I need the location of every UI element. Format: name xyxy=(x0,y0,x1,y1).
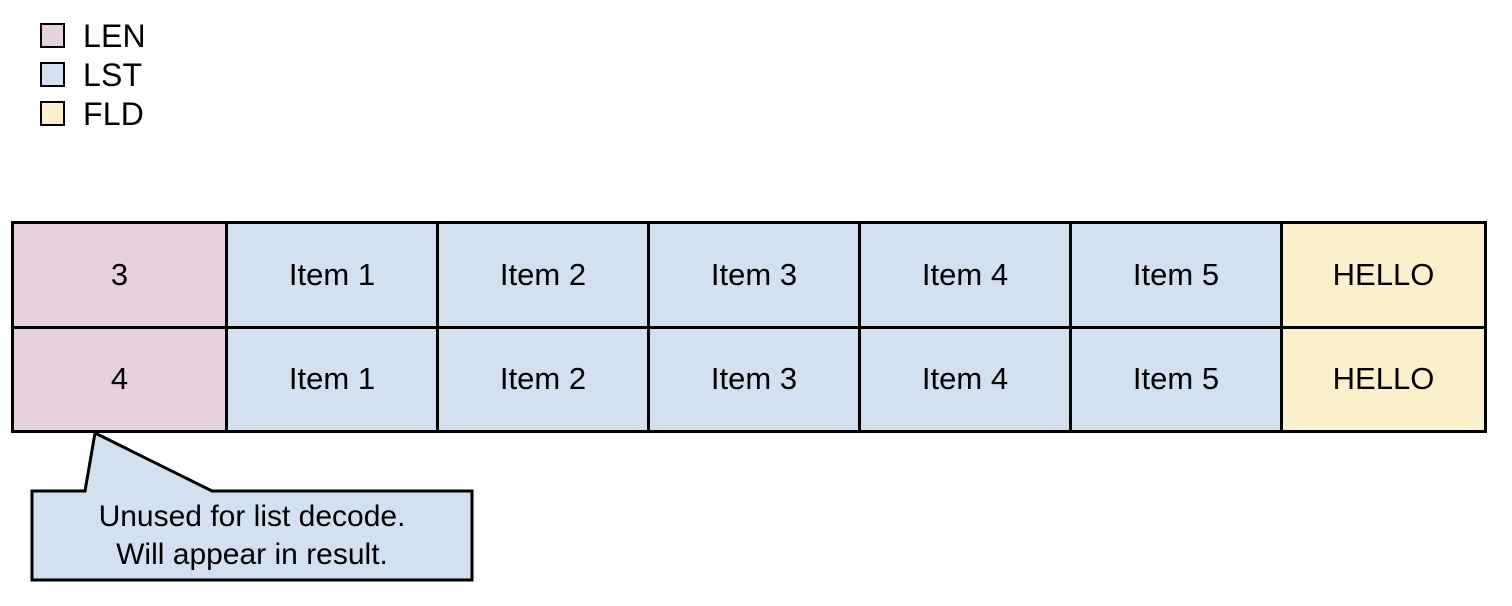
cell-list-item: Item 1 xyxy=(225,328,436,430)
cell-len: 3 xyxy=(14,224,225,326)
legend: LEN LST FLD xyxy=(40,16,340,133)
cell-list-item: Item 1 xyxy=(225,224,436,326)
table-row: 3 Item 1 Item 2 Item 3 Item 4 Item 5 HEL… xyxy=(14,224,1484,326)
cell-list-item: Item 5 xyxy=(1069,328,1280,430)
cell-len: 4 xyxy=(14,328,225,430)
cell-list-item: Item 3 xyxy=(647,224,858,326)
legend-swatch-len xyxy=(40,23,65,48)
legend-item-fld: FLD xyxy=(40,94,340,133)
legend-item-len: LEN xyxy=(40,16,340,55)
cell-list-item: Item 2 xyxy=(436,224,647,326)
callout-line-1: Unused for list decode. xyxy=(98,499,406,533)
callout-text: Unused for list decode. Will appear in r… xyxy=(32,491,472,580)
legend-label-len: LEN xyxy=(83,17,146,54)
legend-label-fld: FLD xyxy=(83,95,145,132)
callout-line-2: Will appear in result. xyxy=(116,537,388,571)
cell-list-item: Item 5 xyxy=(1069,224,1280,326)
cell-field: HELLO xyxy=(1280,224,1484,326)
table-row: 4 Item 1 Item 2 Item 3 Item 4 Item 5 HEL… xyxy=(14,325,1484,430)
cell-list-item: Item 4 xyxy=(858,328,1069,430)
legend-swatch-lst xyxy=(40,62,65,87)
packet-table: 3 Item 1 Item 2 Item 3 Item 4 Item 5 HEL… xyxy=(11,221,1487,433)
cell-list-item: Item 2 xyxy=(436,328,647,430)
cell-list-item: Item 3 xyxy=(647,328,858,430)
cell-field: HELLO xyxy=(1280,328,1484,430)
legend-label-lst: LST xyxy=(83,56,143,93)
legend-item-lst: LST xyxy=(40,55,340,94)
legend-swatch-fld xyxy=(40,101,65,126)
cell-list-item: Item 4 xyxy=(858,224,1069,326)
